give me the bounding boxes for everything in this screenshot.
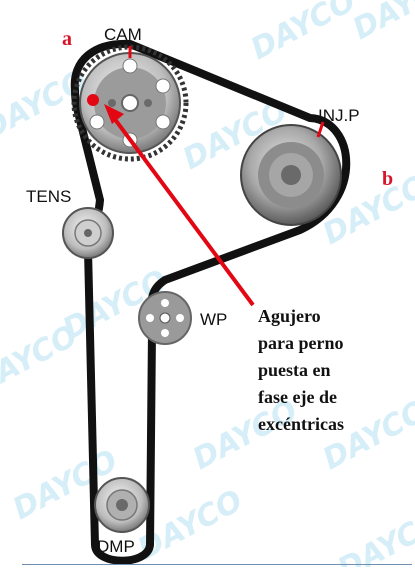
- figure-letter-a: a: [62, 28, 72, 50]
- watermark: DAYCO: [332, 503, 415, 567]
- annotation-text: Agujero para perno puesta en fase eje de…: [258, 306, 344, 434]
- water-pump-pulley: [138, 291, 192, 345]
- tens-label: TENS: [26, 187, 71, 206]
- damper-pulley: [94, 477, 150, 533]
- watermark: DAYCO: [0, 318, 83, 402]
- annotation-line: Agujero: [258, 306, 321, 326]
- injection-pump-pulley: [240, 124, 342, 226]
- annotation-line: para perno: [258, 333, 344, 353]
- annotation-line: excéntricas: [258, 414, 344, 434]
- cam-sprocket: [71, 44, 189, 162]
- pointer-arrow: [104, 104, 255, 307]
- cam-label: CAM: [104, 25, 142, 44]
- bottom-rule: [22, 564, 412, 565]
- inj-label: INJ.P: [318, 106, 360, 125]
- figure-letter-b: b: [382, 168, 393, 190]
- inj-timing-mark: [316, 121, 325, 138]
- annotation-line: puesta en: [258, 360, 331, 380]
- dmp-label: DMP: [97, 537, 135, 556]
- phasing-hole-marker: [87, 94, 99, 106]
- tensioner-pulley: [62, 207, 114, 259]
- wp-label: WP: [200, 310, 227, 329]
- watermark: DAYCO: [245, 0, 361, 67]
- annotation-line: fase eje de: [258, 387, 337, 407]
